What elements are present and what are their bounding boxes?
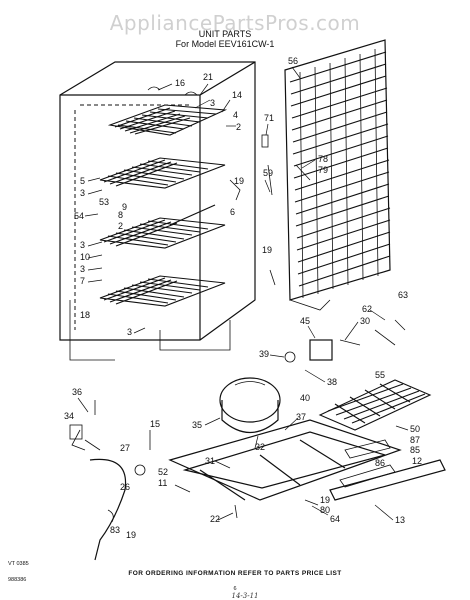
callout-13: 13 bbox=[395, 515, 405, 525]
callout-64: 64 bbox=[330, 514, 340, 524]
callout-40: 40 bbox=[300, 393, 310, 403]
callout-86: 86 bbox=[375, 458, 385, 468]
callout-19b: 19 bbox=[262, 245, 272, 255]
callout-83: 83 bbox=[110, 525, 120, 535]
callout-22: 22 bbox=[210, 514, 220, 524]
leader-lines bbox=[77, 66, 409, 521]
drain-pan-grid bbox=[318, 379, 432, 431]
document-code: 988386 bbox=[8, 577, 26, 583]
callout-36: 36 bbox=[72, 387, 82, 397]
model-subtitle: For Model EEV161CW-1 bbox=[176, 39, 275, 49]
callout-59: 59 bbox=[263, 168, 273, 178]
figure-code: VT 0385 bbox=[8, 561, 29, 567]
callout-63: 63 bbox=[398, 290, 408, 300]
callout-3d: 3 bbox=[80, 264, 85, 274]
callout-26: 26 bbox=[120, 482, 130, 492]
callout-3c: 3 bbox=[80, 240, 85, 250]
callout-21: 21 bbox=[203, 72, 213, 82]
callout-11: 11 bbox=[158, 478, 167, 488]
callout-78: 78 bbox=[318, 154, 328, 164]
callout-4: 4 bbox=[233, 110, 238, 120]
callout-19c: 19 bbox=[320, 495, 330, 505]
callout-18: 18 bbox=[80, 310, 90, 320]
callout-62: 62 bbox=[362, 304, 372, 314]
callout-37: 37 bbox=[296, 412, 306, 422]
callout-5: 5 bbox=[80, 176, 85, 186]
callout-35: 35 bbox=[192, 420, 202, 430]
callout-8: 8 bbox=[118, 210, 123, 220]
callout-53: 53 bbox=[99, 197, 109, 207]
compressor-assembly bbox=[219, 319, 406, 433]
callout-85: 85 bbox=[410, 445, 420, 455]
callout-39: 39 bbox=[259, 349, 269, 359]
callout-7: 7 bbox=[80, 276, 85, 286]
callout-54: 54 bbox=[74, 211, 84, 221]
callout-3e: 3 bbox=[127, 327, 132, 337]
power-cord-wiring bbox=[69, 400, 238, 561]
shelf-evaporator-coils bbox=[99, 86, 241, 307]
callout-3b: 3 bbox=[80, 188, 85, 198]
callout-79: 79 bbox=[318, 165, 328, 175]
page-number: 6 bbox=[233, 586, 236, 592]
callout-45: 45 bbox=[300, 316, 310, 326]
callout-16: 16 bbox=[175, 78, 185, 88]
condenser-coil bbox=[284, 39, 391, 311]
callout-14: 14 bbox=[232, 90, 242, 100]
callout-32: 32 bbox=[255, 442, 265, 452]
callout-71: 71 bbox=[264, 113, 274, 123]
callout-2b: 2 bbox=[118, 221, 123, 231]
callout-27: 27 bbox=[120, 443, 130, 453]
callout-labels: 16 21 3 14 2 56 71 5 3 19 59 78 79 53 6 … bbox=[64, 56, 422, 540]
ordering-note: FOR ORDERING INFORMATION REFER TO PARTS … bbox=[128, 570, 341, 577]
callout-56: 56 bbox=[288, 56, 298, 66]
callout-31: 31 bbox=[205, 456, 215, 466]
callout-12: 12 bbox=[412, 456, 422, 466]
callout-15: 15 bbox=[150, 419, 160, 429]
watermark-text: AppliancePartsPros.com bbox=[110, 11, 361, 35]
callout-3: 3 bbox=[210, 98, 215, 108]
callout-52: 52 bbox=[158, 467, 168, 477]
small-parts-column bbox=[261, 134, 311, 286]
callout-55: 55 bbox=[375, 370, 385, 380]
callout-9: 9 bbox=[122, 202, 127, 212]
callout-87: 87 bbox=[410, 435, 420, 445]
callout-19: 19 bbox=[234, 176, 244, 186]
callout-10: 10 bbox=[80, 252, 90, 262]
callout-6: 6 bbox=[230, 207, 235, 217]
base-frame bbox=[168, 419, 446, 501]
callout-30: 30 bbox=[360, 316, 370, 326]
handwritten-note: 14-3-11 bbox=[232, 592, 259, 600]
callout-34: 34 bbox=[64, 411, 74, 421]
callout-2: 2 bbox=[236, 122, 241, 132]
callout-19d: 19 bbox=[126, 530, 136, 540]
callout-50: 50 bbox=[410, 424, 420, 434]
page-title: UNIT PARTS bbox=[199, 29, 252, 39]
callout-80: 80 bbox=[320, 505, 330, 515]
callout-38: 38 bbox=[327, 377, 337, 387]
